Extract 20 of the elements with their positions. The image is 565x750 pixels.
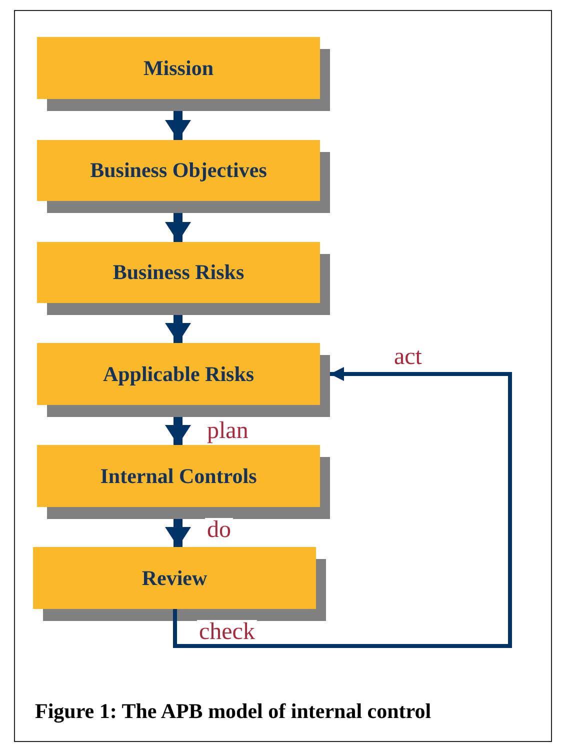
arrow <box>165 111 191 140</box>
process-box <box>37 343 320 405</box>
arrow <box>165 519 191 547</box>
process-box <box>37 37 320 99</box>
arrow <box>165 315 191 343</box>
arrow <box>173 367 512 648</box>
box-title: Mission <box>143 56 214 80</box>
process-box <box>33 547 316 609</box>
process-box <box>37 445 320 507</box>
box-title: Internal Controls <box>100 464 257 488</box>
figure-caption: Figure 1: The APB model of internal control <box>35 699 432 724</box>
edge-label: plan <box>205 419 250 443</box>
box-title: Review <box>142 566 208 590</box>
arrow <box>165 213 191 242</box>
box-title: Business Risks <box>112 260 244 285</box>
process-box <box>37 140 320 201</box>
box-title: Applicable Risks <box>102 362 254 386</box>
process-box <box>37 242 320 303</box>
box-title: Business Objectives <box>90 158 267 183</box>
arrow <box>165 417 191 445</box>
